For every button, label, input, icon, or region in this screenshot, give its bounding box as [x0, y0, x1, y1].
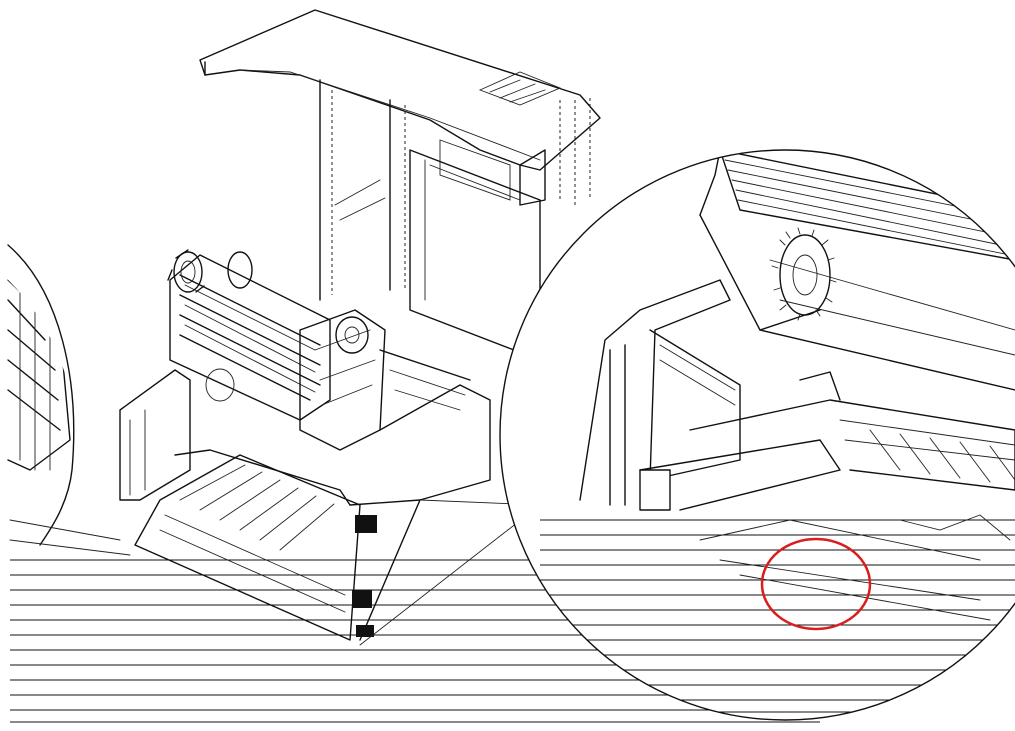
- highlight-ellipse: [760, 537, 872, 631]
- left-magnifier: [7, 244, 75, 546]
- ribbon-spindle-assembly: [167, 249, 386, 451]
- printer-body: [9, 9, 820, 723]
- right-magnifier: [499, 149, 1015, 721]
- top-cover: [199, 9, 601, 206]
- base-scanlines: [9, 519, 820, 723]
